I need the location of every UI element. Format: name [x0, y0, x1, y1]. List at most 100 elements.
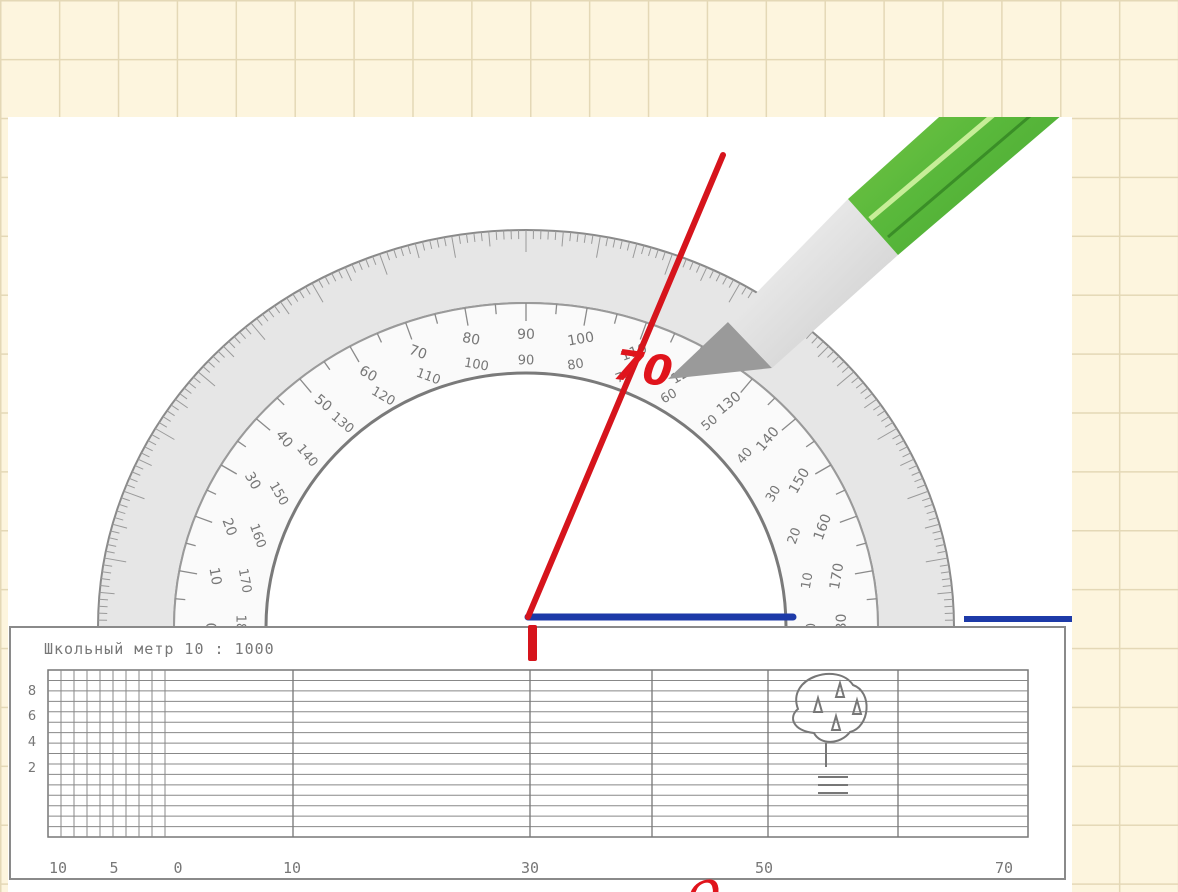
tick-mark — [202, 366, 211, 373]
scale-label: 60 — [356, 363, 379, 386]
ruler-side-label: 6 — [28, 709, 36, 724]
tick-mark — [108, 537, 118, 541]
tick-mark — [907, 490, 929, 500]
tick-mark — [935, 543, 945, 547]
tick-mark — [700, 266, 708, 282]
tick-mark — [924, 503, 934, 508]
tick-mark — [195, 515, 213, 523]
scale-label: 30 — [763, 483, 784, 505]
tick-mark — [166, 410, 175, 417]
tick-mark — [900, 458, 915, 467]
tick-mark — [443, 237, 447, 247]
tick-mark — [473, 232, 476, 242]
worksheet-card: 0102030405060708090100110120130140150160… — [8, 117, 1072, 892]
tick-mark — [197, 371, 216, 387]
tick-mark — [937, 550, 947, 554]
ruler-side-label: 2 — [28, 761, 36, 776]
tick-mark — [386, 251, 391, 261]
tick-mark — [376, 333, 383, 343]
tick-mark — [337, 269, 343, 279]
tick-mark — [864, 393, 873, 400]
tick-mark — [188, 382, 197, 389]
tick-mark — [128, 477, 138, 483]
tick-mark — [728, 279, 734, 288]
tick-mark — [393, 249, 397, 259]
tick-mark — [305, 286, 311, 295]
tick-mark — [107, 543, 117, 547]
tick-mark — [554, 230, 557, 240]
scale-label: 10 — [799, 571, 817, 590]
tick-mark — [299, 378, 312, 394]
tick-mark — [781, 418, 797, 431]
tick-mark — [928, 517, 938, 521]
tick-mark — [220, 464, 238, 475]
tick-mark — [767, 397, 776, 406]
tick-mark — [864, 398, 877, 409]
ruler-tick-label: 5 — [109, 859, 118, 877]
tick-mark — [179, 393, 188, 400]
tick-mark — [555, 304, 558, 315]
tick-mark — [349, 346, 360, 363]
tick-mark — [827, 350, 835, 358]
tick-mark — [206, 489, 217, 495]
tick-mark — [613, 313, 618, 324]
tick-mark — [495, 230, 498, 240]
scale-label: 170 — [827, 562, 847, 591]
tick-mark — [641, 245, 645, 255]
tick-mark — [669, 333, 676, 343]
vertex-mark — [528, 625, 537, 661]
tick-mark — [655, 249, 659, 259]
tick-mark — [103, 564, 113, 567]
tick-mark — [324, 276, 330, 285]
tick-mark — [99, 591, 115, 595]
tick-mark — [596, 235, 601, 258]
angle-ray — [525, 152, 726, 620]
tick-mark — [856, 542, 867, 547]
tick-mark — [605, 237, 609, 247]
tick-mark — [193, 376, 201, 384]
ruler-side-label: 8 — [28, 684, 36, 699]
ruler-tick-label: 10 — [49, 859, 67, 877]
tick-mark — [239, 331, 247, 339]
tick-mark — [358, 261, 363, 271]
tick-mark — [942, 585, 952, 587]
scale-label: 20 — [785, 526, 805, 547]
angle-value-label: 70 — [611, 340, 676, 397]
tick-mark — [873, 404, 882, 411]
tick-mark — [728, 282, 741, 303]
tick-mark — [939, 564, 949, 567]
tick-mark — [583, 233, 587, 243]
tick-mark — [331, 273, 337, 282]
tick-mark — [170, 404, 179, 411]
tick-mark — [351, 264, 357, 273]
ruler-emblem — [792, 672, 868, 794]
tick-mark — [908, 465, 918, 470]
tick-mark — [244, 327, 252, 335]
tick-mark — [404, 322, 413, 340]
tick-mark — [458, 234, 461, 244]
tick-mark — [144, 446, 153, 452]
tick-mark — [943, 598, 953, 601]
tick-mark — [175, 398, 188, 409]
ruler-grid — [47, 669, 1029, 838]
tick-mark — [274, 305, 281, 314]
tick-mark — [877, 410, 886, 417]
scale-label: 80 — [461, 330, 481, 349]
tick-mark — [292, 293, 299, 302]
tick-mark — [158, 422, 168, 428]
tick-mark — [162, 416, 171, 422]
tick-mark — [147, 440, 157, 446]
tick-mark — [100, 585, 110, 587]
tick-mark — [922, 497, 931, 502]
tick-mark — [105, 550, 115, 554]
tick-mark — [877, 428, 897, 440]
tick-mark — [899, 446, 908, 452]
tick-mark — [916, 484, 926, 489]
tick-mark — [434, 313, 439, 324]
tick-mark — [101, 578, 111, 581]
tick-mark — [924, 523, 940, 529]
tick-mark — [583, 307, 588, 326]
ruler-tick-label: 10 — [283, 859, 301, 877]
tick-mark — [855, 382, 864, 389]
tick-mark — [805, 331, 813, 339]
